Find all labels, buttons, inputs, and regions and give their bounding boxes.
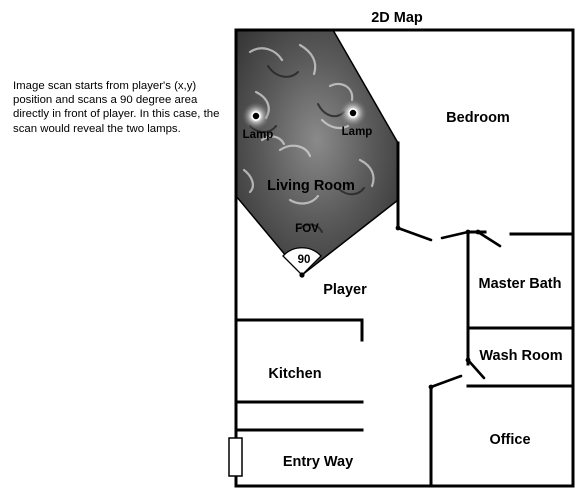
- fov-angle-label: 90: [298, 254, 311, 266]
- room-label-kitchen: Kitchen: [268, 366, 321, 382]
- room-label-bedroom: Bedroom: [446, 110, 510, 126]
- fov-label: FOV: [295, 223, 319, 235]
- lamp-right-icon: [339, 99, 367, 127]
- scan-area: [235, 29, 399, 277]
- room-label-living-room: Living Room: [267, 178, 355, 194]
- fov-angle-arc: [282, 247, 322, 276]
- room-label-office: Office: [489, 432, 530, 448]
- scan-description-text: Image scan starts from player's (x,y) po…: [13, 80, 220, 135]
- door-swings: [395, 225, 502, 390]
- room-label-master-bath: Master Bath: [479, 276, 562, 292]
- room-label-entry-way: Entry Way: [283, 454, 353, 470]
- player-position-marker: [299, 272, 305, 278]
- player-label: Player: [323, 282, 367, 298]
- lamp-right-label: Lamp: [342, 126, 373, 138]
- lamp-left-icon: [242, 102, 270, 130]
- lamp-left-label: Lamp: [243, 129, 274, 141]
- floor-plan-walls: [228, 28, 575, 488]
- map-title: 2D Map: [371, 10, 423, 26]
- room-label-wash-room: Wash Room: [479, 348, 562, 364]
